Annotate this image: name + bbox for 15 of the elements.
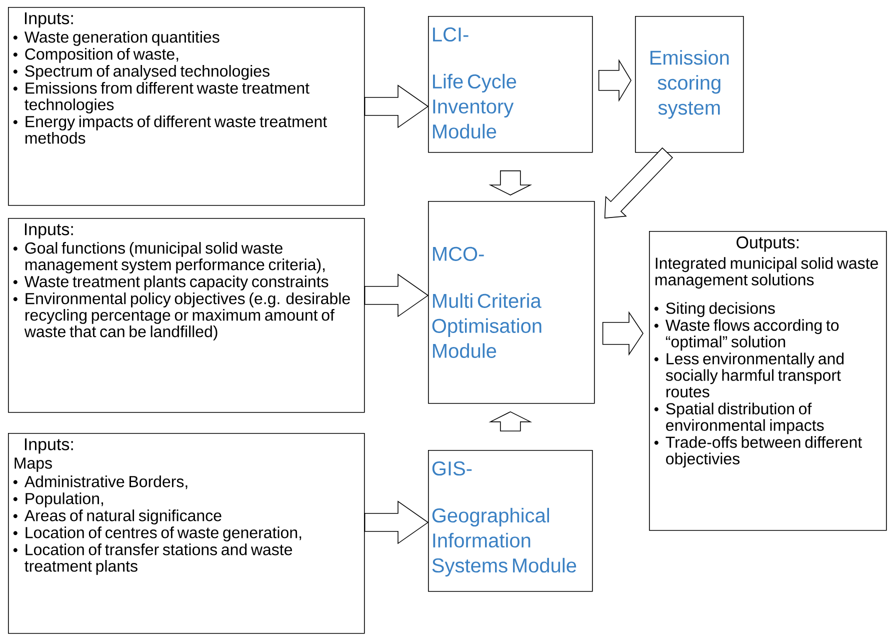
module-box: LCI- Life Cycle Inventory Module: [428, 16, 593, 153]
module-box: MCO- Multi Criteria Optimisation Module: [428, 201, 595, 404]
module-box: Emission scoring system: [635, 16, 744, 153]
block-arrow: [364, 500, 429, 544]
block-arrow: [602, 311, 644, 356]
block-arrow: [598, 58, 632, 102]
block-arrow: [488, 170, 532, 196]
input-box: Inputs: Maps Administrative Borders, Population, Areas of natural significance Location of centres of waste generation, Location of transfer stations and waste treatment plants: [8, 433, 365, 634]
block-arrow: [364, 274, 429, 318]
input-box: Inputs: Waste generation quantities Composition of waste, Spectrum of analysed technologies Emissions from different waste treatment technologies Energy impacts of different waste treatment methods: [8, 7, 365, 206]
block-arrow: [364, 84, 429, 128]
block-arrow: [488, 411, 532, 432]
input-box: Inputs: Goal functions (municipal solid waste management system performance criteria), Waste treatment plants capacity constraints Environmental policy objectives (e.g. desirable recycling percentage or maximum amount of waste that can be landfilled): [8, 218, 365, 413]
output-box: Outputs: Integrated municipal solid waste management solutions Siting decisions Waste flows according to “optimal” solution Less environmentally and socially harmful transport routes Spatial distribution of environmental impacts Trade-offs between different objectivies: [649, 231, 887, 531]
module-box: GIS- Geographical Information Systems Module: [428, 450, 593, 592]
